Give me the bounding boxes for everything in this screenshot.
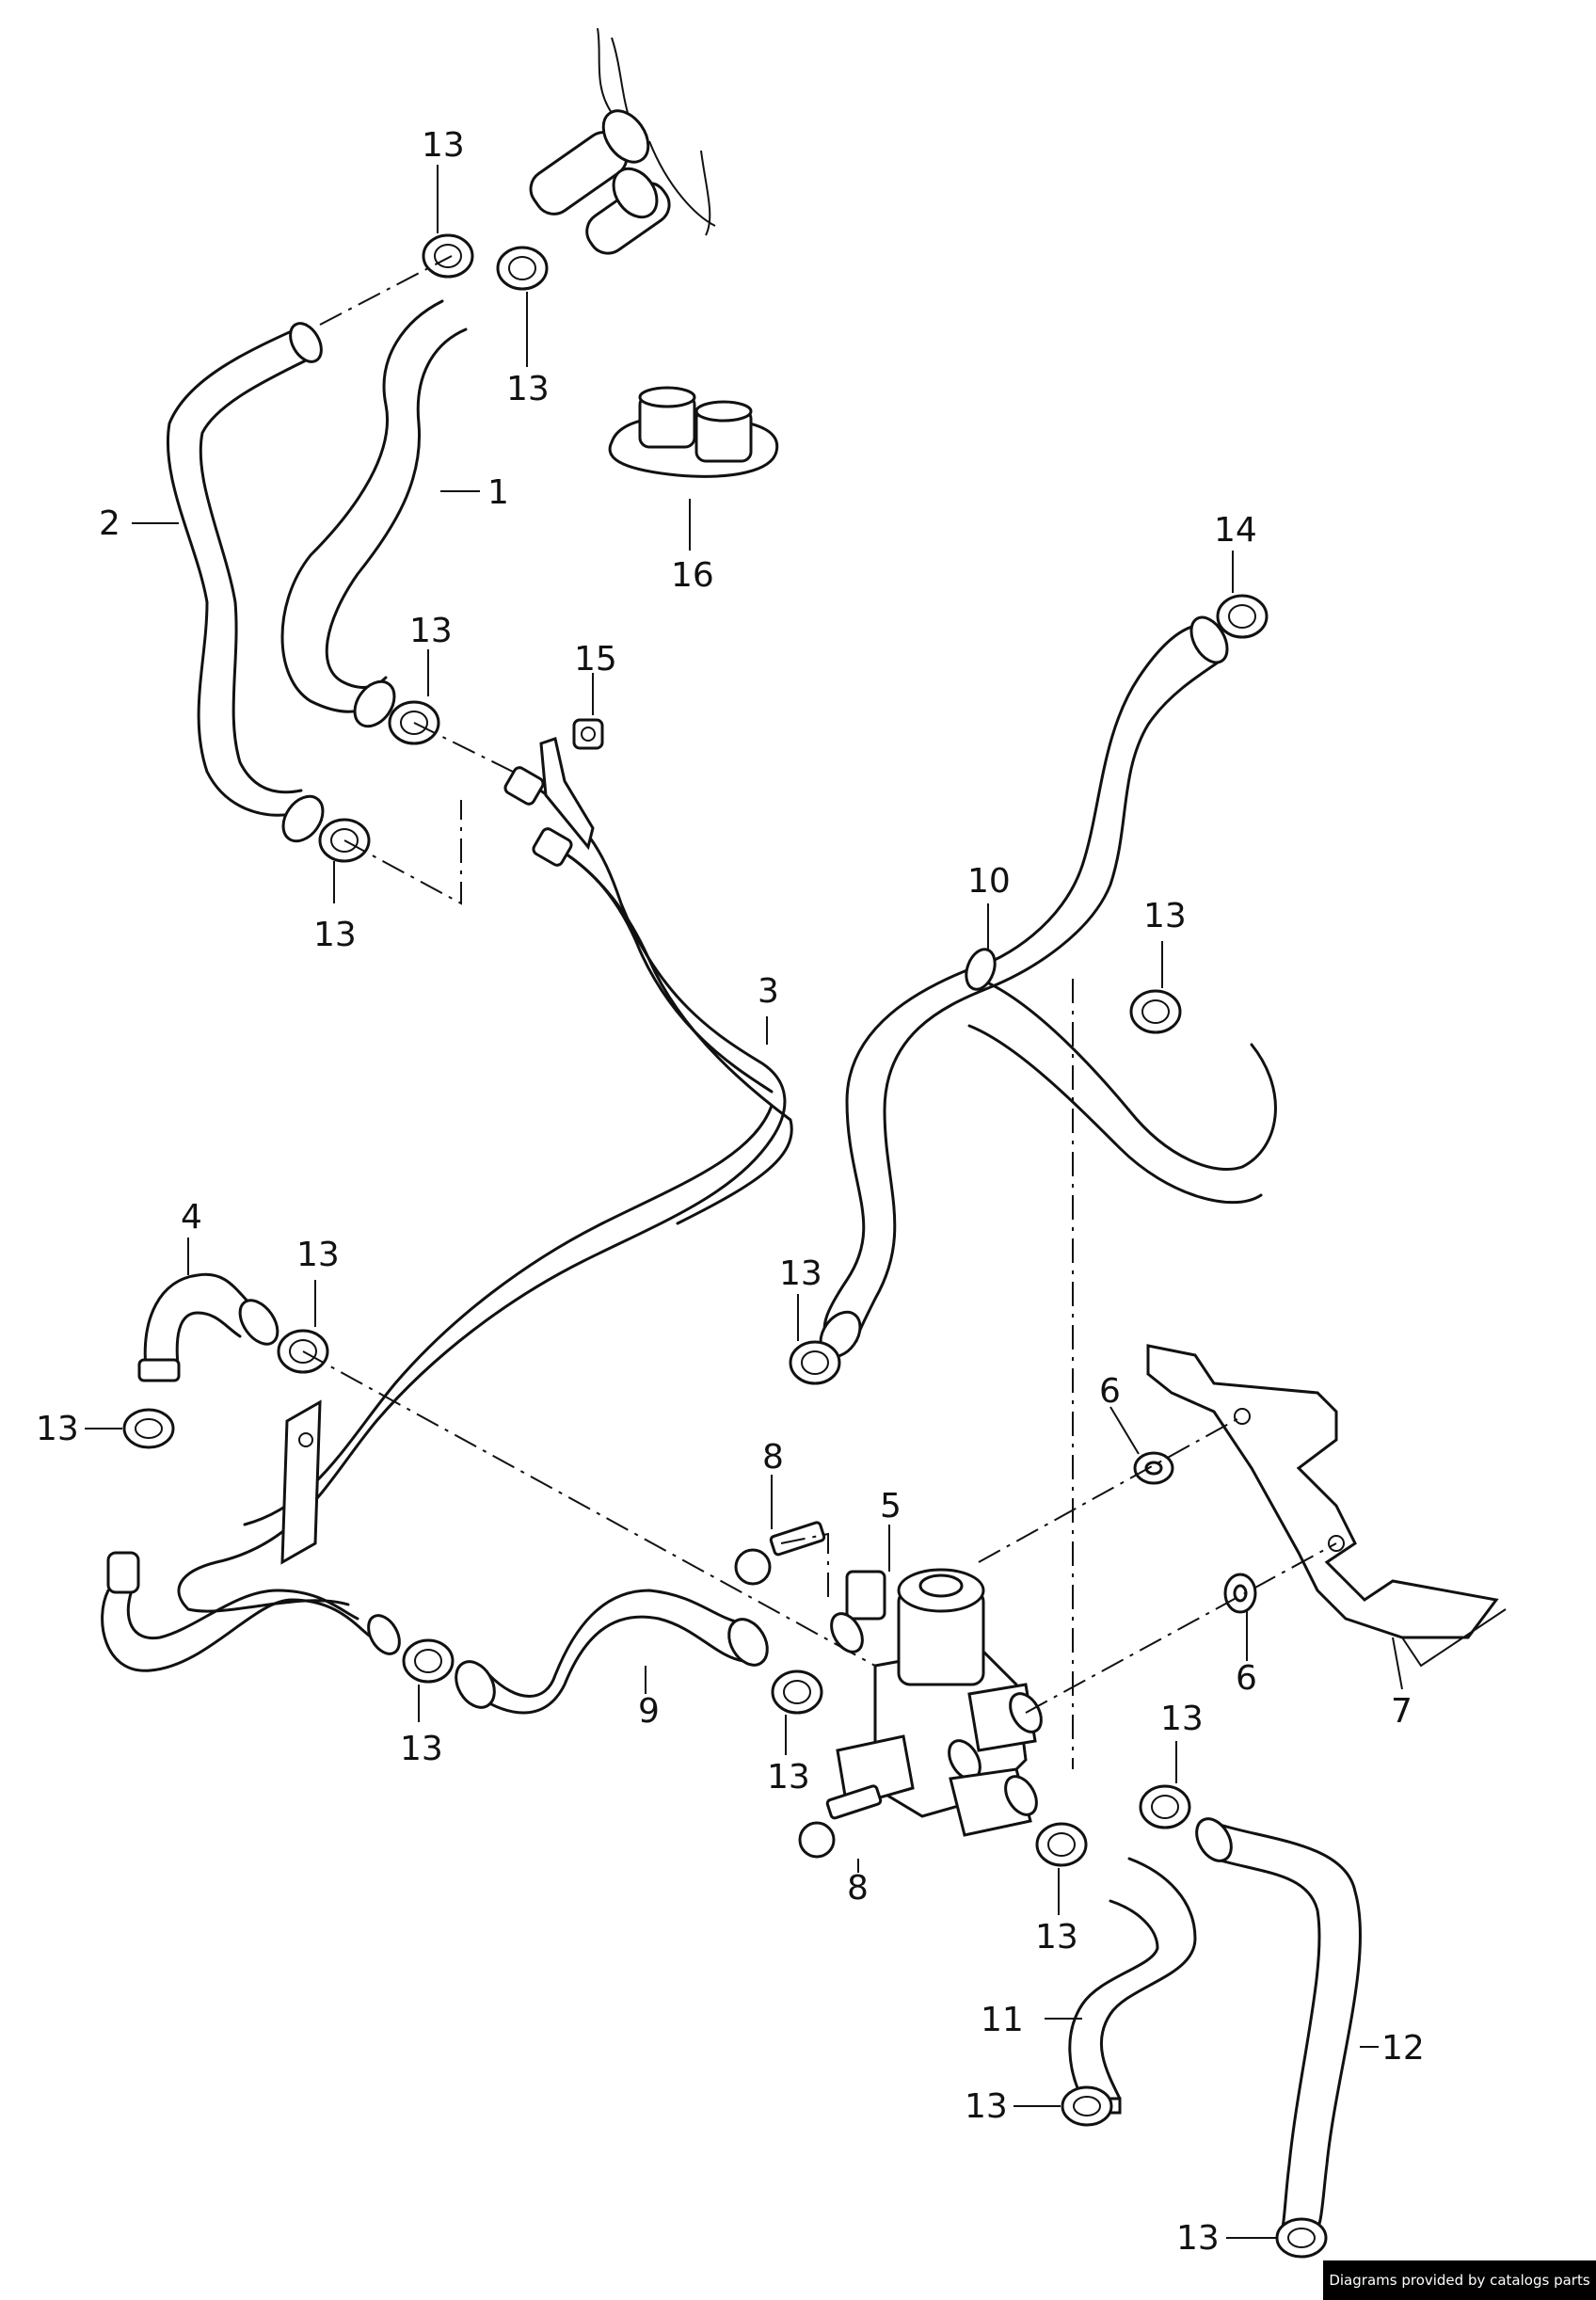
callout-14: 14 xyxy=(1214,511,1257,550)
hose-2-end-upper xyxy=(289,322,323,363)
clamp-13-top-right xyxy=(496,246,549,291)
clamp-13-hose12-upper xyxy=(1139,1784,1191,1829)
callout-13-mid-upper: 13 xyxy=(409,612,453,650)
grommet-part-6-lower xyxy=(1223,1573,1257,1614)
callout-2: 2 xyxy=(99,504,120,543)
hose-part-11 xyxy=(1068,1857,1197,2100)
callout-13-hose9-left: 13 xyxy=(400,1730,443,1768)
callout-11: 11 xyxy=(981,2001,1024,2039)
hose-4-end xyxy=(238,1299,279,1346)
clamp-13-left xyxy=(122,1408,175,1449)
callout-8-lower: 8 xyxy=(847,1869,869,1908)
callout-13-mid-lower: 13 xyxy=(313,916,357,954)
callout-1: 1 xyxy=(487,473,509,512)
clamp-13-top-left xyxy=(422,233,474,279)
callout-3: 3 xyxy=(758,972,779,1011)
centerline-bolt xyxy=(780,1532,829,1600)
heater-valve-part-5 xyxy=(830,1568,1043,1837)
hose-9-end-right xyxy=(727,1618,769,1667)
callout-labels: 13 13 16 1 2 13 15 13 3 10 14 13 13 4 13… xyxy=(36,126,1425,2258)
hose-part-1 xyxy=(280,299,468,713)
hose-4-fitting xyxy=(137,1358,181,1382)
hose-part-12 xyxy=(1212,1824,1362,2237)
callout-10: 10 xyxy=(967,862,1011,901)
hose-part-4 xyxy=(143,1272,256,1376)
callout-6-upper: 6 xyxy=(1099,1372,1121,1411)
clamp-13-hose12-lower xyxy=(1275,2217,1328,2259)
clamp-13-hose11-lower xyxy=(1061,2085,1113,2127)
callout-12: 12 xyxy=(1381,2029,1425,2068)
grommet-part-16 xyxy=(608,386,779,478)
left-hose-end xyxy=(367,1614,401,1655)
grommet-part-6-upper xyxy=(1133,1451,1174,1485)
callout-13-hose9-right: 13 xyxy=(767,1758,810,1797)
hose-part-10 xyxy=(822,624,1225,1343)
clamp-part-14 xyxy=(1216,594,1269,639)
hose-part-9 xyxy=(459,1589,745,1715)
callout-13-hose10-lower: 13 xyxy=(779,1254,822,1293)
hose-2-end-lower xyxy=(281,794,325,843)
footer-credit: Diagrams provided by catalogs parts xyxy=(1323,2260,1596,2300)
callout-13-hose11-lower: 13 xyxy=(965,2087,1008,2126)
hose-left-lower xyxy=(101,1589,374,1672)
callout-13-top-left: 13 xyxy=(422,126,465,165)
callout-16: 16 xyxy=(671,556,714,595)
callout-13-hose10-upper: 13 xyxy=(1143,897,1187,935)
callout-13-hose4: 13 xyxy=(296,1236,340,1274)
callout-13-hose12-upper: 13 xyxy=(1160,1700,1204,1738)
left-fitting xyxy=(106,1551,140,1594)
centerline-mid xyxy=(413,722,514,773)
centerline-bracket-lower xyxy=(1025,1542,1337,1714)
callout-13-hose12-lower: 13 xyxy=(1176,2219,1220,2258)
callout-6-lower: 6 xyxy=(1236,1659,1257,1698)
bolt-part-8-upper xyxy=(734,1521,826,1586)
nut-part-15 xyxy=(572,718,604,750)
centerline-diagonal xyxy=(302,1350,876,1667)
callout-13-left: 13 xyxy=(36,1410,79,1448)
callout-15: 15 xyxy=(574,640,617,679)
callout-7: 7 xyxy=(1391,1692,1412,1731)
callout-13-hose11-upper: 13 xyxy=(1035,1918,1078,1957)
centerline-bracket-upper xyxy=(978,1415,1243,1563)
hose-1-end xyxy=(353,679,396,728)
hose-10-branch xyxy=(967,977,1277,1205)
centerline-left xyxy=(343,800,462,905)
clamp-13-hose10-lower xyxy=(789,1340,841,1385)
leader-lines xyxy=(85,165,1403,2239)
bracket-part-7 xyxy=(1146,1344,1507,1668)
bolt-part-8-lower xyxy=(798,1784,883,1859)
heater-core-connection xyxy=(529,27,716,255)
callout-9: 9 xyxy=(638,1692,660,1731)
callout-13-top-right: 13 xyxy=(506,370,550,408)
callout-8-upper: 8 xyxy=(762,1438,784,1477)
pipe-assembly-part-3 xyxy=(177,737,793,1613)
clamp-13-hose9-right xyxy=(771,1669,823,1715)
clamp-13-hose11-upper xyxy=(1035,1822,1088,1867)
hose-10-end-top xyxy=(1189,615,1229,664)
hose-part-2 xyxy=(166,323,308,817)
clamp-13-hose10-upper xyxy=(1129,989,1182,1034)
hose-9-end-left xyxy=(455,1660,496,1709)
callout-4: 4 xyxy=(181,1198,202,1237)
callout-5: 5 xyxy=(880,1487,902,1525)
hose-12-end xyxy=(1195,1817,1233,1862)
clamp-13-hose9-left xyxy=(402,1638,455,1684)
